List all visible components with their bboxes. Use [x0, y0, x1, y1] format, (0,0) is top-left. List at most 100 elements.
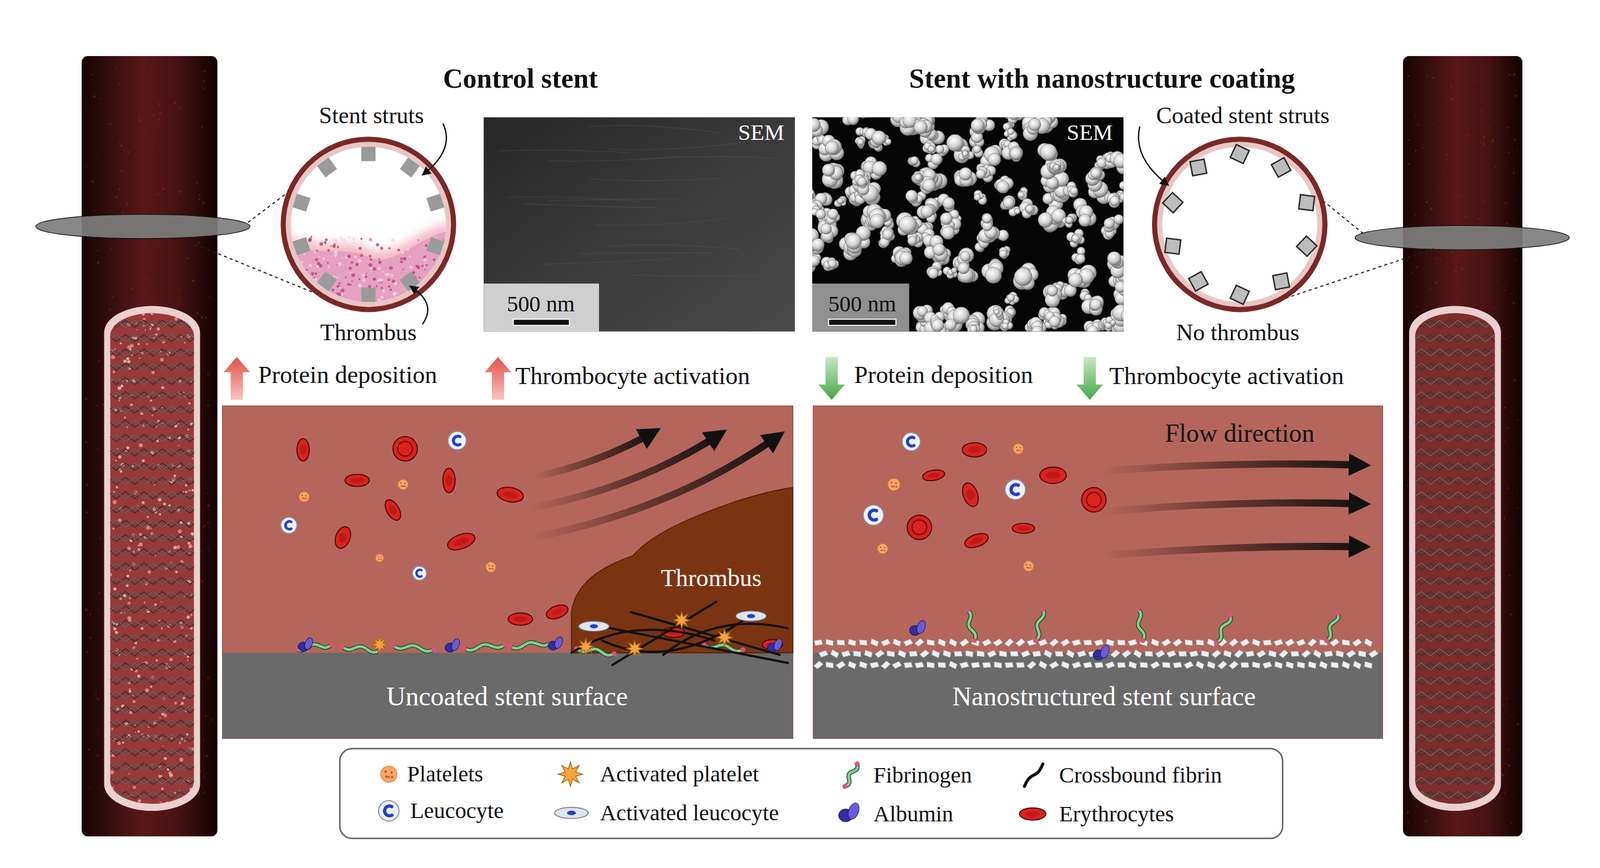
thrombus-speck: [138, 357, 141, 360]
leader-arrow: [412, 287, 429, 325]
stent-strut-highlight: [1415, 691, 1495, 699]
thrombus-speck: [128, 597, 132, 600]
vessel-speck: [121, 92, 123, 95]
thrombus-speck: [127, 360, 131, 364]
vessel-speck: [157, 193, 160, 196]
thrombus-speck: [137, 505, 139, 507]
stent-strut-highlight: [1415, 562, 1495, 571]
thrombus-speck: [179, 757, 184, 762]
vessel-speck: [1425, 200, 1428, 204]
thrombus-speck: [127, 618, 132, 622]
stent-strut-line: [110, 491, 195, 500]
sem-surface-streak: [546, 198, 680, 201]
thrombus-speck: [118, 455, 122, 460]
stent-strut-line: [110, 405, 195, 414]
thrombus-speck: [344, 256, 348, 260]
stent-strut-highlight: [110, 577, 195, 585]
stent-strut-highlight: [110, 562, 195, 571]
stent-strut-highlight: [1415, 763, 1495, 771]
nanostructure-cluster: [986, 305, 1013, 331]
nanostructure-clusters: [812, 117, 1124, 332]
stent-strut-line: [110, 706, 195, 714]
vessel-speck: [198, 194, 201, 196]
vessel-speck: [1494, 166, 1497, 169]
vessel-speck: [1488, 126, 1491, 128]
thrombus-speck: [358, 301, 362, 305]
stent-strut-line: [1415, 377, 1495, 385]
thrombus-speck: [114, 395, 117, 397]
stent-strut-line: [110, 648, 195, 657]
stent-strut-line: [1415, 606, 1495, 614]
thrombus-speck: [305, 268, 309, 271]
vessel-speck: [202, 201, 205, 204]
stent-strut-line: [1415, 449, 1495, 457]
thrombus-speck: [156, 328, 160, 331]
section-plane: [35, 214, 250, 239]
thrombus-speck: [394, 277, 396, 279]
thrombus-speck: [358, 284, 362, 288]
stent-strut-line: [1415, 520, 1495, 528]
thrombus-speck: [186, 615, 190, 620]
thrombus-speck: [129, 403, 134, 407]
vessel-speck: [84, 397, 88, 401]
stent-strut-line: [1415, 577, 1495, 585]
vessel-speck: [1455, 147, 1457, 149]
vessel-speck: [1474, 79, 1477, 82]
stent-strut-highlight: [1415, 420, 1495, 428]
vessel-speck: [207, 374, 209, 376]
vessel-speck: [207, 521, 210, 525]
thrombus-speck: [334, 250, 338, 255]
stent-strut-line: [1415, 620, 1495, 628]
coated-stent-strut: [1164, 238, 1181, 255]
thrombus-speck: [424, 291, 428, 295]
thrombus-speck: [358, 259, 362, 263]
thrombus-speck: [316, 243, 320, 246]
vessel-speck: [120, 169, 123, 173]
stent-strut-line: [110, 349, 195, 357]
vessel-speck: [1465, 95, 1467, 97]
sem-surface-streak: [524, 203, 657, 208]
thrombus-speck: [129, 344, 134, 349]
vessel-speck: [97, 731, 99, 733]
sem-image-smooth: [483, 117, 796, 332]
thrombus-speck: [389, 266, 394, 271]
vessel-speck: [205, 487, 208, 489]
thrombus-speck: [310, 272, 315, 276]
stent-strut-line: [110, 677, 195, 685]
stent-strut-line: [1415, 320, 1495, 328]
nanostructure-cluster: [926, 262, 943, 279]
thrombus-speck: [126, 357, 129, 361]
stent-strut-line: [110, 506, 195, 514]
vessel-speck: [102, 759, 104, 761]
nanoparticle: [1113, 153, 1124, 169]
vessel-speck: [204, 524, 206, 527]
stent-strut-highlight: [1415, 791, 1495, 799]
nanostructure-cluster: [973, 190, 987, 205]
vessel-speck: [1446, 101, 1448, 103]
thrombus-speck: [141, 459, 145, 463]
thrombus-speck: [360, 254, 364, 258]
vessel-speck: [202, 739, 205, 742]
vessel-speck: [201, 550, 204, 553]
vessel-speck: [98, 592, 101, 595]
stent-strut-line: [1415, 591, 1495, 600]
thrombus-speck: [316, 249, 319, 252]
vessel-speck: [1467, 817, 1469, 819]
coated-stent-strut: [1230, 285, 1250, 305]
nanoparticle: [967, 324, 978, 332]
thrombus-speck: [410, 300, 414, 305]
stent-strut-highlight: [1415, 620, 1495, 628]
vessel-speck: [200, 126, 204, 129]
thrombus-speck: [118, 399, 120, 402]
vessel-speck: [118, 188, 121, 191]
thrombus-speck: [358, 278, 360, 280]
thrombus-speck: [176, 545, 181, 550]
stent-strut-line: [1415, 763, 1495, 771]
stent-strut-highlight: [1415, 506, 1495, 514]
thrombus-speck: [173, 474, 176, 478]
vessel-speck: [87, 748, 90, 752]
thrombus-speck: [391, 238, 396, 243]
thrombus-speck: [159, 358, 164, 362]
stent-strut-line: [110, 777, 195, 785]
